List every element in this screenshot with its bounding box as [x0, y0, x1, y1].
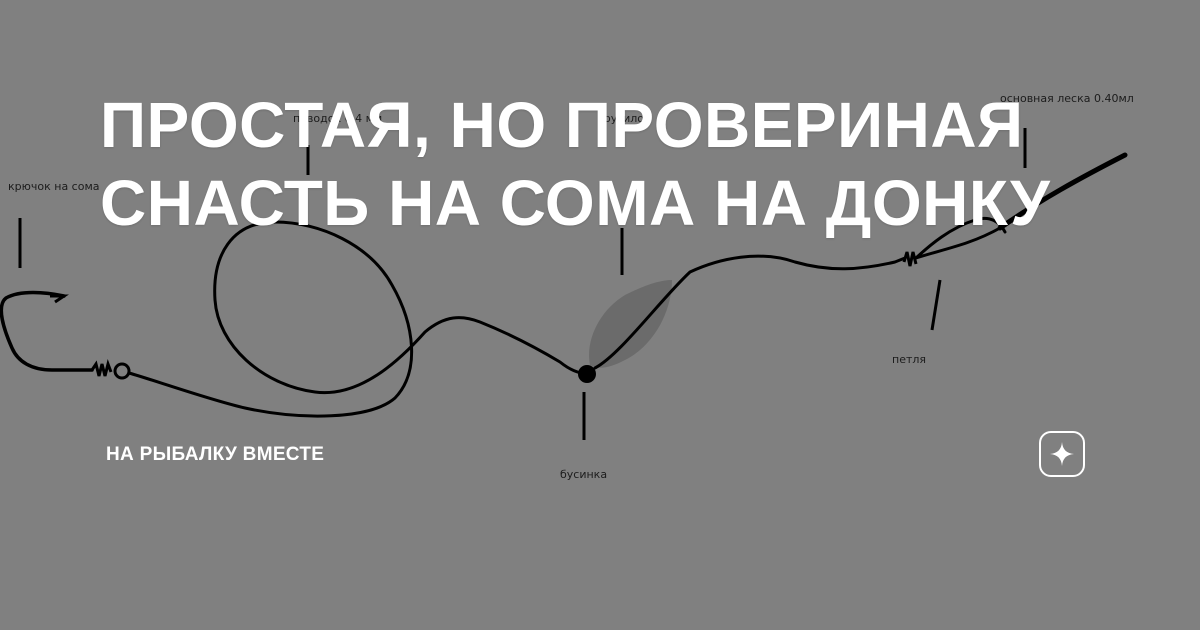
article-title: ПРОСТАЯ, НО ПРОВЕРИНАЯ СНАСТЬ НА СОМА НА…: [100, 86, 1100, 242]
title-line-1: ПРОСТАЯ, НО ПРОВЕРИНАЯ: [100, 89, 1024, 161]
main-line: [593, 254, 907, 370]
hook-line: [0, 290, 94, 372]
title-line-2: СНАСТЬ НА СОМА НА ДОНКУ: [100, 167, 1051, 239]
zen-star-icon: [1050, 442, 1074, 466]
label-sinker: грузило: [598, 112, 644, 125]
bead: [578, 365, 596, 383]
main-line-knot: [902, 251, 918, 267]
leash-line: [127, 220, 589, 418]
hook-point: [50, 294, 69, 304]
label-hook: крючок на сома: [8, 180, 100, 193]
label-bead: бусинка: [560, 468, 607, 481]
sinker: [589, 280, 672, 368]
channel-name-link[interactable]: НА РЫБАЛКУ ВМЕСТЕ: [106, 444, 325, 465]
loop-line: [914, 216, 1007, 260]
zen-logo-button[interactable]: [1039, 431, 1085, 477]
label-loop: петля: [892, 353, 926, 366]
pointer-loop: [930, 279, 942, 331]
label-leash: поводок 0.4 мм: [293, 112, 382, 125]
swivel-knot: [90, 358, 113, 377]
swivel-ring: [113, 362, 131, 380]
main-line-tail: [997, 152, 1128, 231]
label-main-line: основная леска 0.40мл: [1000, 92, 1134, 105]
